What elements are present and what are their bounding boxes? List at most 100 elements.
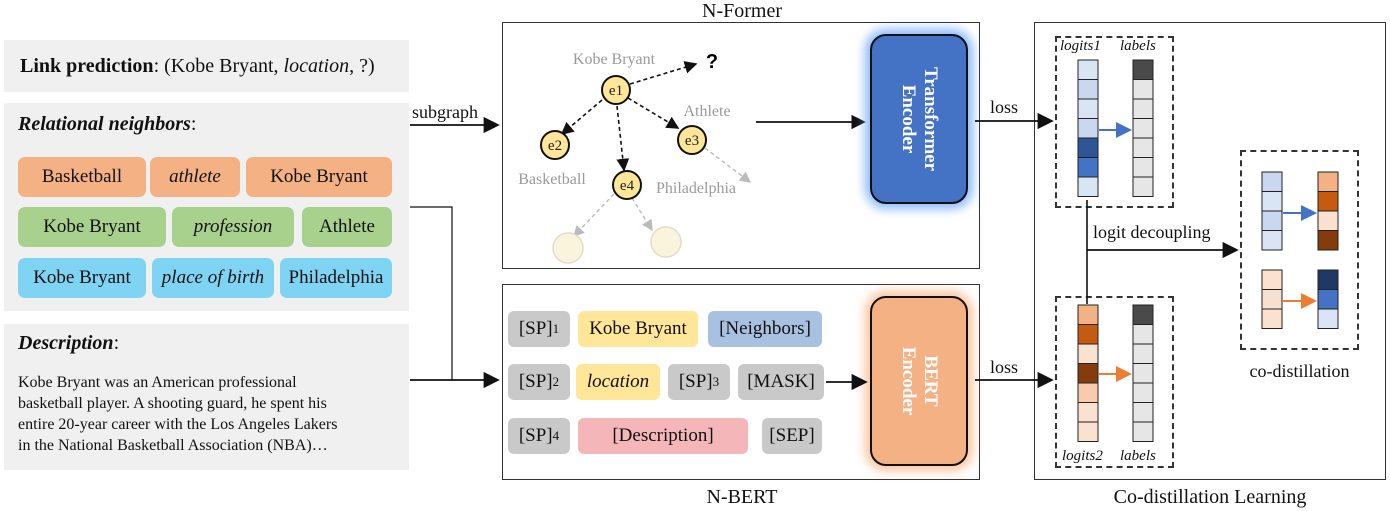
- node-label: e3: [685, 133, 699, 149]
- codistill-title: Co-distillation Learning: [1113, 486, 1307, 508]
- labels-cell: [1132, 421, 1154, 442]
- edge: [629, 61, 698, 85]
- token-description: [Description]: [578, 418, 748, 454]
- link-prediction-tail: , ?): [349, 55, 375, 77]
- bert-encoder: BERT Encoder: [870, 296, 968, 466]
- decoupled-cell: [1317, 210, 1339, 231]
- logits2-cell: [1077, 402, 1099, 423]
- description-line: entire 20-year career with the Los Angel…: [18, 416, 338, 433]
- nformer-title: N-Former: [702, 0, 782, 22]
- logits2-label: logits2: [1062, 448, 1103, 464]
- labels-cell: [1132, 363, 1154, 384]
- decoupled-cell: [1261, 191, 1283, 212]
- edge: [704, 147, 752, 183]
- logits2-cell: [1077, 421, 1099, 442]
- decoupled-cell: [1261, 289, 1283, 310]
- logits1-cell: [1077, 137, 1099, 158]
- logits1-group: [1055, 36, 1174, 208]
- edge: [616, 105, 630, 172]
- description-colon: :: [113, 332, 120, 354]
- neighbor-chip: Kobe Bryant: [246, 157, 392, 197]
- labels-cell: [1132, 137, 1154, 158]
- logits2-cell: [1077, 304, 1099, 325]
- codistill-box: [1034, 22, 1386, 480]
- neighbors-title: Relational neighbors: [18, 113, 191, 135]
- faded-node: [552, 232, 584, 264]
- description-line: in the National Basketball Association (…: [18, 437, 328, 454]
- neighbor-chip: Kobe Bryant: [18, 207, 166, 247]
- labels-label: labels: [1120, 38, 1156, 54]
- labels-cell: [1132, 98, 1154, 119]
- neighbor-chip: place of birth: [152, 258, 274, 298]
- faded-node: [650, 226, 682, 258]
- logits1-label: logits1: [1060, 38, 1101, 54]
- nbert-box: [502, 284, 980, 480]
- decoupled-cell: [1317, 308, 1339, 329]
- entity-label: Athlete: [683, 103, 730, 120]
- logits1-cell: [1077, 98, 1099, 119]
- edge: [560, 99, 603, 136]
- logits2-cell: [1077, 382, 1099, 403]
- description-line: basketball player. A shooting guard, he …: [18, 395, 327, 412]
- decoupled-cell: [1261, 230, 1283, 251]
- decoupled-cell: [1317, 191, 1339, 212]
- labels-cell: [1132, 382, 1154, 403]
- question-mark: ?: [706, 51, 718, 73]
- neighbor-chip: athlete: [150, 157, 240, 197]
- codistill-caption: co-distillation: [1249, 361, 1350, 381]
- labels-cell: [1132, 176, 1154, 197]
- token-kobe-bryant: Kobe Bryant: [578, 311, 698, 347]
- neighbor-chip: Basketball: [18, 157, 146, 197]
- decoupled-cell: [1261, 210, 1283, 231]
- decoupled-cell: [1317, 230, 1339, 251]
- entity-label: Philadelphia: [656, 180, 736, 197]
- node-e3: [677, 125, 707, 155]
- token-sep: [SEP]: [762, 418, 822, 454]
- decoupled-cell: [1317, 289, 1339, 310]
- decoupled-cell: [1317, 171, 1339, 192]
- token-sp4: [SP]4: [508, 418, 570, 454]
- logits1-cell: [1077, 79, 1099, 100]
- labels-cell: [1132, 324, 1154, 345]
- link-prediction-label: Link prediction: [20, 55, 154, 77]
- labels-cell: [1132, 118, 1154, 139]
- node-label: e4: [620, 178, 635, 194]
- logits2-cell: [1077, 343, 1099, 364]
- link-prediction-text: Link prediction: (Kobe Bryant, location,…: [20, 55, 375, 78]
- node-label: e2: [548, 138, 562, 154]
- decoupled-group: [1240, 150, 1359, 350]
- node-e2: [540, 130, 570, 160]
- link-prediction-head: : (Kobe Bryant,: [153, 55, 284, 77]
- description-title: Description: [18, 332, 114, 354]
- neighbor-chip: profession: [172, 207, 294, 247]
- node-e1: [601, 75, 631, 105]
- labels-cell: [1132, 59, 1154, 80]
- decoupling-label: logit decoupling: [1093, 222, 1211, 242]
- description-body: Kobe Bryant was an American professional…: [18, 372, 337, 456]
- edge: [631, 197, 653, 232]
- token-sp2: [SP]2: [508, 364, 570, 400]
- subgraph-label: subgraph: [412, 102, 478, 122]
- neighbor-chip: Philadelphia: [280, 258, 392, 298]
- neighbors-heading: Relational neighbors:: [18, 113, 196, 136]
- labels-cell: [1132, 402, 1154, 423]
- logits1-cell: [1077, 176, 1099, 197]
- labels-cell: [1132, 79, 1154, 100]
- labels-cell: [1132, 343, 1154, 364]
- decoupled-cell: [1317, 269, 1339, 290]
- link-prediction-relation: location: [283, 55, 350, 77]
- decoupled-cell: [1261, 171, 1283, 192]
- token-sp1: [SP]1: [508, 311, 570, 347]
- logits2-cell: [1077, 363, 1099, 384]
- edge: [627, 97, 680, 129]
- labels-label: labels: [1120, 448, 1156, 464]
- labels-cell: [1132, 157, 1154, 178]
- transformer-encoder: Transformer Encoder: [870, 34, 968, 204]
- edge: [573, 193, 615, 238]
- description-line: Kobe Bryant was an American professional: [18, 374, 297, 391]
- neighbor-chip: Athlete: [302, 207, 392, 247]
- decoupled-cell: [1261, 308, 1283, 329]
- connector: [410, 206, 453, 380]
- loss-label: loss: [990, 97, 1019, 117]
- decoupled-cell: [1261, 269, 1283, 290]
